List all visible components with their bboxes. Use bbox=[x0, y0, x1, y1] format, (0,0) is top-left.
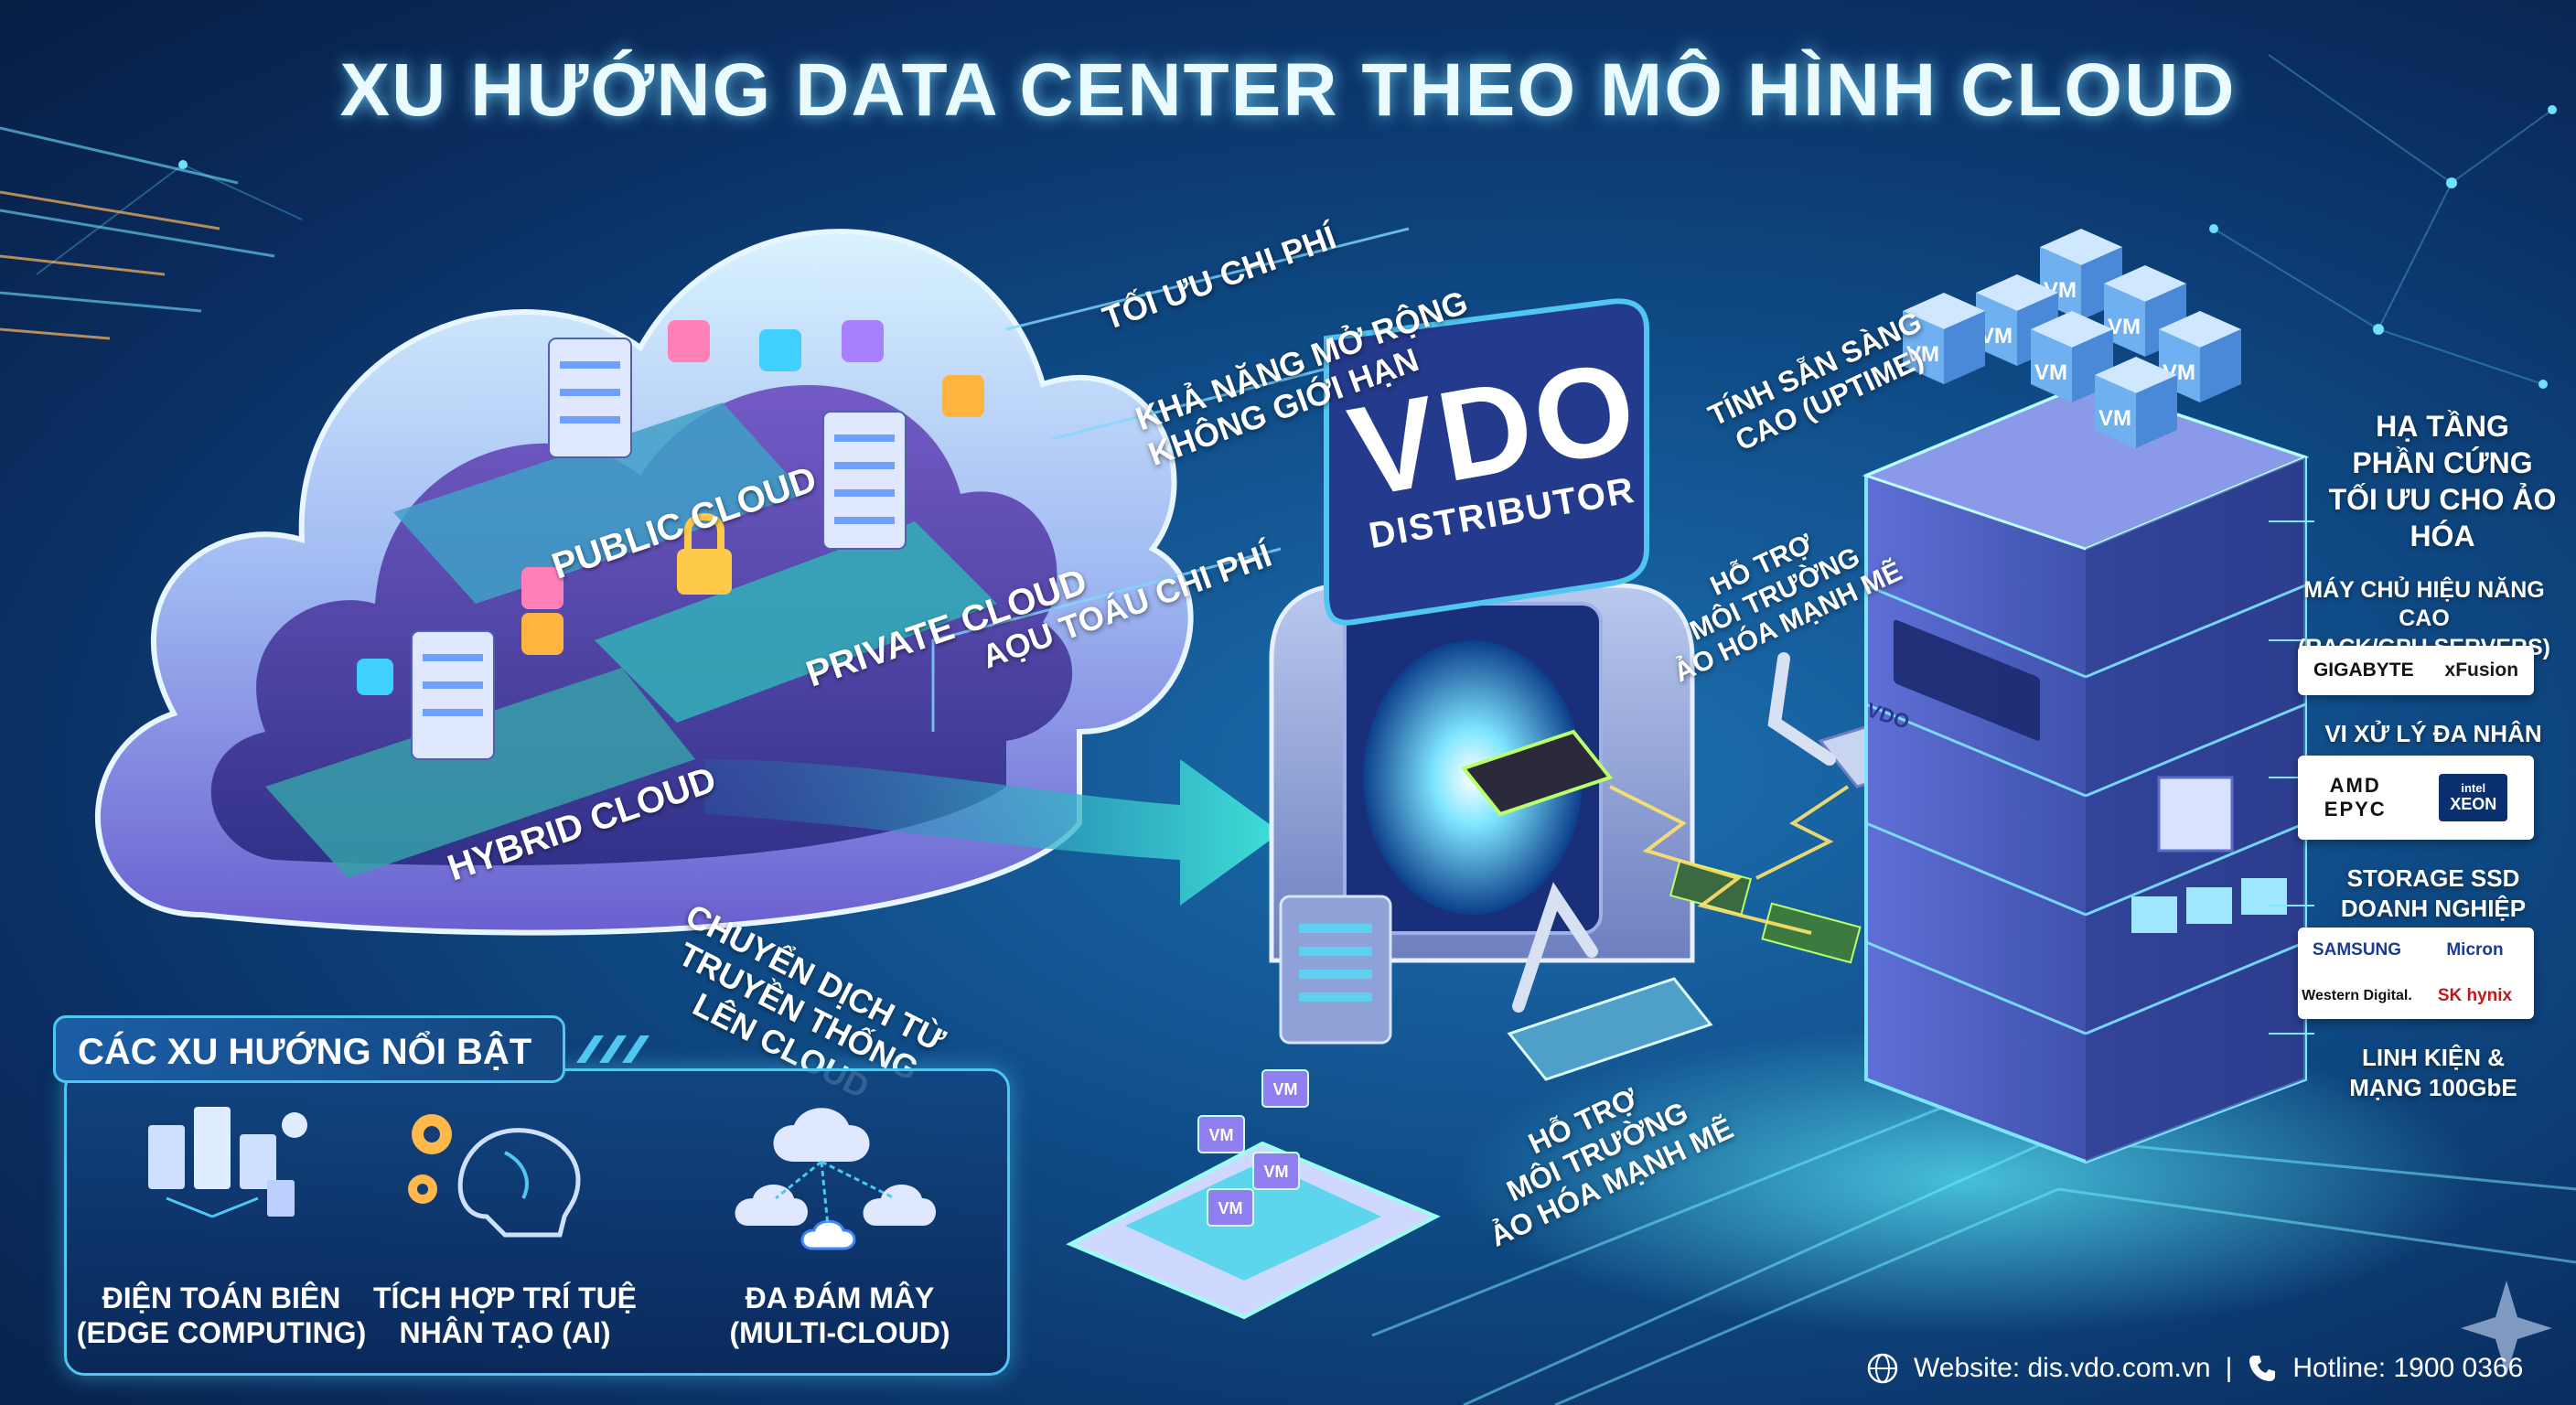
vm-card-label: VM bbox=[1264, 1163, 1289, 1181]
migration-arrow bbox=[704, 759, 1281, 906]
vm-cube: VM bbox=[2095, 357, 2177, 448]
vm-card: VM bbox=[1207, 1188, 1254, 1227]
vm-cube: VM bbox=[2040, 229, 2122, 320]
network-label: LINH KIỆN &MẠNG 100GbE bbox=[2349, 1044, 2517, 1101]
cloud-illustration bbox=[94, 229, 1194, 936]
vm-card-label: VM bbox=[1218, 1199, 1243, 1217]
micron-logo: Micron bbox=[2446, 940, 2504, 960]
ai-brain-icon bbox=[408, 1114, 581, 1238]
vm-cube-label: VM bbox=[2098, 406, 2131, 431]
vm-card: VM bbox=[1252, 1152, 1300, 1190]
vm-card: VM bbox=[1197, 1115, 1245, 1153]
gigabyte-logo: GIGABYTE bbox=[2313, 660, 2414, 681]
multi-cloud-icon bbox=[735, 1108, 936, 1250]
vm-cube: VM bbox=[1976, 274, 2058, 366]
stripes-decoration bbox=[576, 1035, 649, 1063]
vm-cube: VM bbox=[1903, 293, 1985, 384]
skhynix-logo: SK hynix bbox=[2437, 986, 2513, 1005]
globe-icon bbox=[1867, 1353, 1898, 1384]
trend-label: ĐA ĐÁM MÂY(MULTI-CLOUD) bbox=[729, 1282, 950, 1350]
trend-item: ĐIỆN TOÁN BIÊN(EDGE COMPUTING) bbox=[75, 1098, 368, 1363]
samsung-logo: SAMSUNG bbox=[2312, 940, 2402, 960]
trend-label: ĐIỆN TOÁN BIÊN(EDGE COMPUTING) bbox=[76, 1282, 367, 1350]
vm-cube-label: VM bbox=[2034, 360, 2067, 385]
server-tower bbox=[1862, 381, 2310, 1164]
website-link[interactable]: Website: dis.vdo.com.vn bbox=[1914, 1353, 2211, 1383]
edge-computing-icon bbox=[148, 1107, 307, 1218]
footer: Website: dis.vdo.com.vn | Hotline: 1900 … bbox=[1866, 1343, 2561, 1394]
vm-cards: VM VM VM VM bbox=[1197, 1069, 1309, 1227]
vm-cube-label: VM bbox=[1906, 342, 1939, 367]
hardware-components bbox=[1460, 652, 1979, 1081]
server-brands: GIGABYTE xFusion bbox=[2298, 646, 2534, 695]
trends-heading: CÁC XU HƯỚNG NỔI BẬT bbox=[53, 1015, 565, 1083]
western-digital-logo: Western Digital. bbox=[2302, 988, 2412, 1003]
vm-card-label: VM bbox=[1209, 1126, 1234, 1144]
hotline-link[interactable]: Hotline: 1900 0366 bbox=[2292, 1353, 2524, 1383]
cpu-label: VI XỬ LÝ ĐA NHÂN bbox=[2324, 720, 2542, 747]
storage-brands: SAMSUNG Micron Western Digital. SK hynix bbox=[2298, 928, 2534, 1019]
page-title: XU HƯỚNG DATA CENTER THEO MÔ HÌNH CLOUD bbox=[339, 48, 2237, 132]
footer-separator: | bbox=[2225, 1353, 2233, 1383]
xfusion-logo: xFusion bbox=[2444, 660, 2519, 681]
trend-item: ĐA ĐÁM MÂY(MULTI-CLOUD) bbox=[693, 1098, 986, 1363]
vm-card-label: VM bbox=[1273, 1080, 1298, 1099]
phone-icon bbox=[2249, 1356, 2276, 1381]
vm-card: VM bbox=[1261, 1069, 1309, 1108]
